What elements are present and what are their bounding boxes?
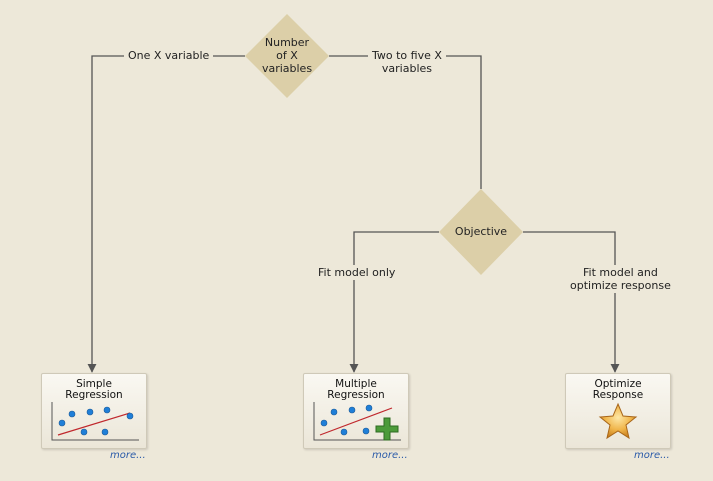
decision-diamond-objective	[439, 189, 523, 275]
edge-label-fit-only: Fit model only	[314, 265, 400, 280]
decision-x-label: Number of X variables	[261, 36, 313, 75]
optimize-response-card[interactable]: Optimize Response	[565, 373, 671, 449]
connector-fit-optimize	[523, 231, 620, 373]
card-title: Simple Regression	[65, 378, 123, 401]
decision-objective-label: Objective	[454, 225, 508, 238]
edge-label-two-to-five: Two to five X variables	[368, 49, 446, 75]
connector-one-x	[87, 55, 245, 373]
plus-icon	[375, 417, 399, 441]
connector-two-to-five	[329, 55, 482, 189]
decision-diamond-x	[245, 14, 329, 98]
edge-label-one-x: One X variable	[124, 49, 214, 62]
star-icon	[598, 402, 638, 440]
scatter-plot-icon	[51, 402, 139, 441]
card-title: Optimize Response	[592, 378, 644, 401]
simple-regression-more-link[interactable]: more...	[110, 450, 146, 461]
card-title: Multiple Regression	[327, 378, 385, 401]
connector-fit-only	[349, 231, 439, 373]
edge-label-fit-optimize: Fit model and optimize response	[566, 265, 675, 293]
scatter-plot-plus-icon	[313, 402, 401, 441]
simple-regression-card[interactable]: Simple Regression	[41, 373, 147, 449]
multiple-regression-more-link[interactable]: more...	[372, 450, 408, 461]
multiple-regression-card[interactable]: Multiple Regression	[303, 373, 409, 449]
optimize-response-more-link[interactable]: more...	[634, 450, 670, 461]
